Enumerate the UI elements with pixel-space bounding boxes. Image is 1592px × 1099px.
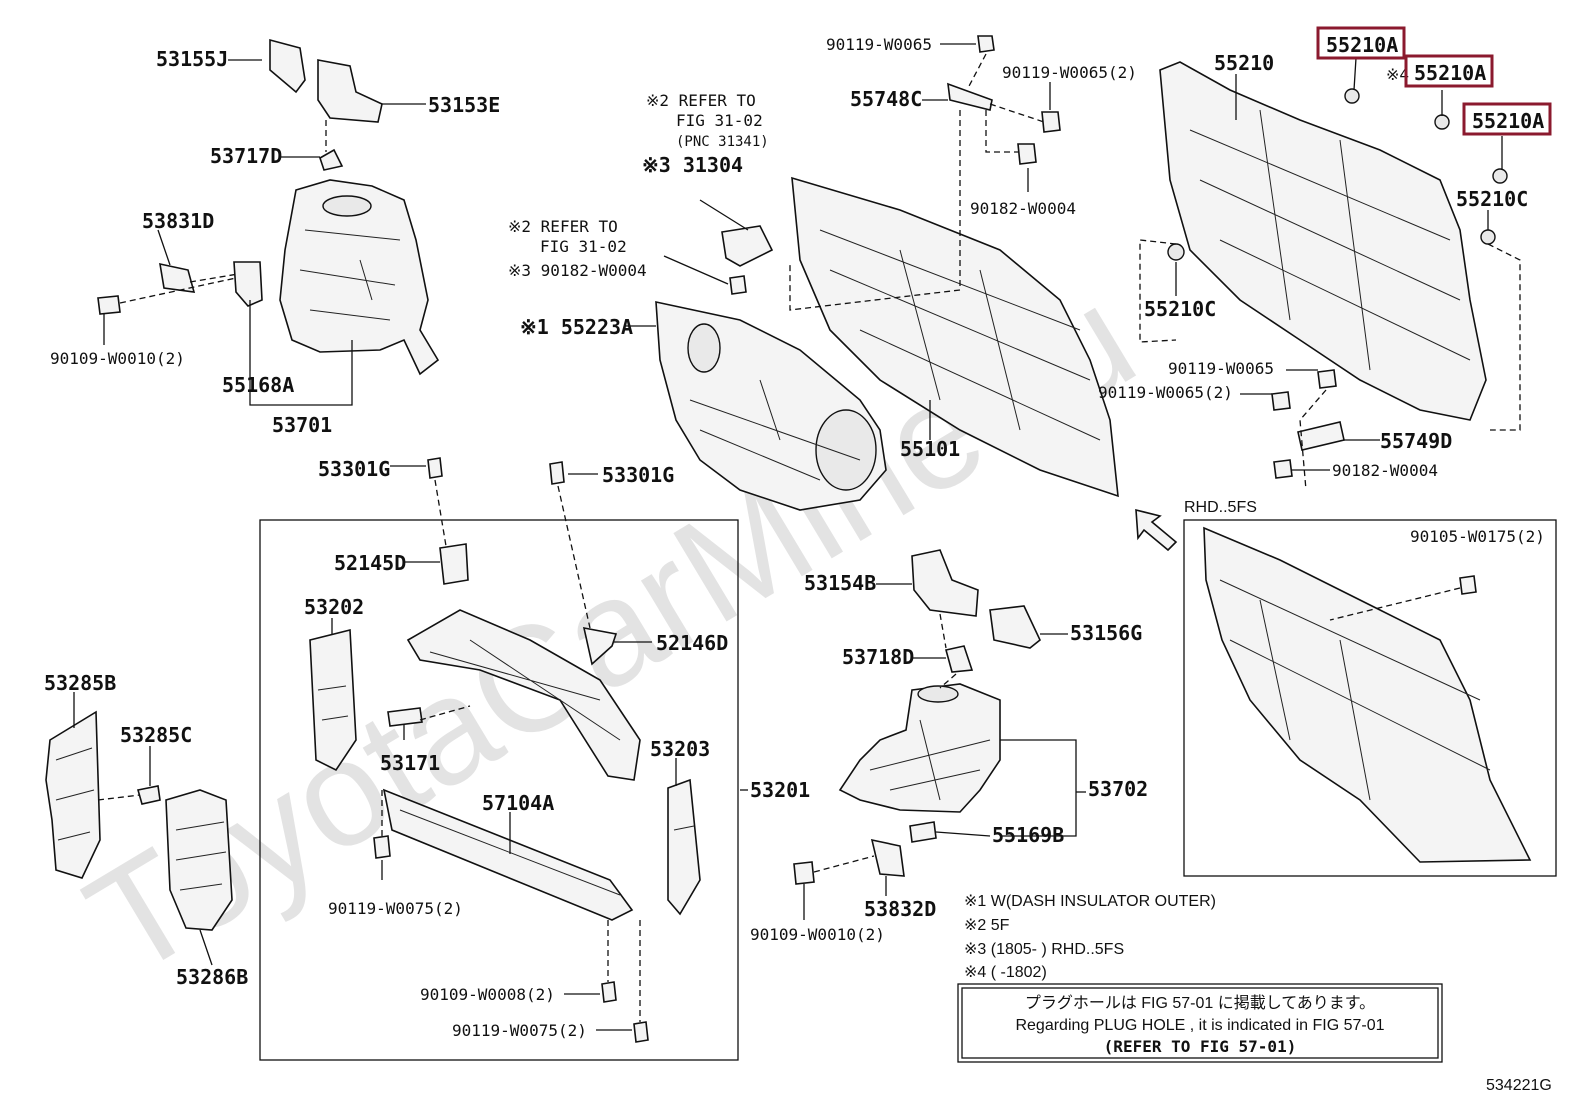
- callout-90105-W0175: 90105-W0175(2): [1410, 527, 1545, 546]
- callout-90119-W0065-2-top: 90119-W0065(2): [1002, 63, 1137, 82]
- plug-hole-jp: プラグホールは FIG 57-01 に掲載してあります。: [1025, 994, 1375, 1012]
- callout-57104A: 57104A: [482, 791, 554, 815]
- highlight-55210A-3: [1462, 102, 1552, 136]
- dash-silencer-group: [1159, 61, 1508, 479]
- note-3: ※3 (1805- ) RHD..5FS: [964, 941, 1124, 958]
- callout-55101: 55101: [900, 437, 960, 461]
- plug-hole-en: Regarding PLUG HOLE , it is indicated in…: [1015, 1017, 1384, 1034]
- callout-53701: 53701: [272, 413, 332, 437]
- callout-53171: 53171: [380, 751, 440, 775]
- side-panels-left: [45, 710, 233, 931]
- inset-dash-panel: [1203, 526, 1532, 863]
- dash-insulator-leaders: [626, 43, 1051, 440]
- refer2b-line2: FIG 31-02: [540, 237, 627, 256]
- callout-53717D: 53717D: [210, 144, 282, 168]
- callout-90109-W0008: 90109-W0008(2): [420, 985, 555, 1004]
- side-panels-leaders: [73, 692, 213, 966]
- callout-90119-W0065-right: 90119-W0065: [1168, 359, 1274, 378]
- apron-right-leaders: [803, 583, 1086, 920]
- callout-55749D: 55749D: [1380, 429, 1452, 453]
- radiator-support-group: [309, 457, 701, 1043]
- note-4: ※4 ( -1802): [964, 964, 1047, 981]
- callout-53201: 53201: [750, 778, 810, 802]
- callout-53155J: 53155J: [156, 47, 228, 71]
- callout-55210A-3: 55210A: [1472, 109, 1544, 133]
- figure-id: 534221G: [1486, 1077, 1552, 1094]
- note-1: ※1 W(DASH INSULATOR OUTER): [964, 893, 1216, 910]
- inset-box: [1183, 519, 1557, 877]
- callout-90109-W0010-left: 90109-W0010(2): [50, 349, 185, 368]
- highlight-55210A-2: [1404, 54, 1494, 88]
- dash-silencer-leaders: [1139, 57, 1521, 491]
- callout-53832D: 53832D: [864, 897, 936, 921]
- apron-group-right: [793, 549, 1041, 885]
- apron-leaders: [103, 59, 426, 406]
- callout-90182-W0004-right: 90182-W0004: [1332, 461, 1438, 480]
- callout-53156G: 53156G: [1070, 621, 1142, 645]
- inset-arrow-icon: [1135, 508, 1178, 552]
- callout-90182-W0004-top: 90182-W0004: [970, 199, 1076, 218]
- refer2b-line1: ※2 REFER TO: [508, 217, 618, 236]
- refer2a-line1: ※2 REFER TO: [646, 91, 756, 110]
- callout-53202: 53202: [304, 595, 364, 619]
- callout-55210A-2-prefix: ※4: [1386, 65, 1409, 84]
- radiator-support-leaders: [331, 465, 748, 1031]
- callout-53285B: 53285B: [44, 671, 116, 695]
- refer2a-line2: FIG 31-02: [676, 111, 763, 130]
- callout-55210A-1: 55210A: [1326, 33, 1398, 57]
- highlight-55210A-1: [1316, 26, 1406, 60]
- plug-hole-box-inner: [961, 987, 1439, 1059]
- callout-53702: 53702: [1088, 777, 1148, 801]
- callout-55210A-2: 55210A: [1414, 61, 1486, 85]
- callout-52146D: 52146D: [656, 631, 728, 655]
- callout-90119-W0075-a: 90119-W0075(2): [328, 899, 463, 918]
- callout-53301G-left: 53301G: [318, 457, 390, 481]
- refer2a-line3: (PNC 31341): [676, 134, 769, 150]
- callout-55223A: ※1 55223A: [520, 315, 633, 339]
- group-box-53201: [259, 519, 739, 1061]
- callout-55168A: 55168A: [222, 373, 294, 397]
- dash-insulator-group: [655, 35, 1119, 511]
- callout-53203: 53203: [650, 737, 710, 761]
- callout-90119-W0065-top: 90119-W0065: [826, 35, 932, 54]
- callout-31304: ※3 31304: [642, 153, 743, 177]
- callout-53301G-right: 53301G: [602, 463, 674, 487]
- apron-group-left: [97, 38, 440, 376]
- callout-90119-W0065-2-right: 90119-W0065(2): [1098, 383, 1233, 402]
- callout-53831D: 53831D: [142, 209, 214, 233]
- callout-55210C-right: 55210C: [1456, 187, 1528, 211]
- callout-53718D: 53718D: [842, 645, 914, 669]
- callout-55169B: 55169B: [992, 823, 1064, 847]
- callout-90109-W0010-right: 90109-W0010(2): [750, 925, 885, 944]
- inset-label: RHD..5FS: [1184, 499, 1257, 516]
- callout-90182-W0004-mid: ※3 90182-W0004: [508, 261, 647, 280]
- callout-53153E: 53153E: [428, 93, 500, 117]
- callout-53154B: 53154B: [804, 571, 876, 595]
- callout-90119-W0075-b: 90119-W0075(2): [452, 1021, 587, 1040]
- note-2: ※2 5F: [964, 917, 1010, 934]
- callout-53286B: 53286B: [176, 965, 248, 989]
- plug-hole-ref: (REFER TO FIG 57-01): [1104, 1037, 1297, 1056]
- callout-55210: 55210: [1214, 51, 1274, 75]
- callout-52145D: 52145D: [334, 551, 406, 575]
- callout-53285C: 53285C: [120, 723, 192, 747]
- callout-55748C: 55748C: [850, 87, 922, 111]
- callout-55210C-left: 55210C: [1144, 297, 1216, 321]
- plug-hole-box-outer: [957, 983, 1443, 1063]
